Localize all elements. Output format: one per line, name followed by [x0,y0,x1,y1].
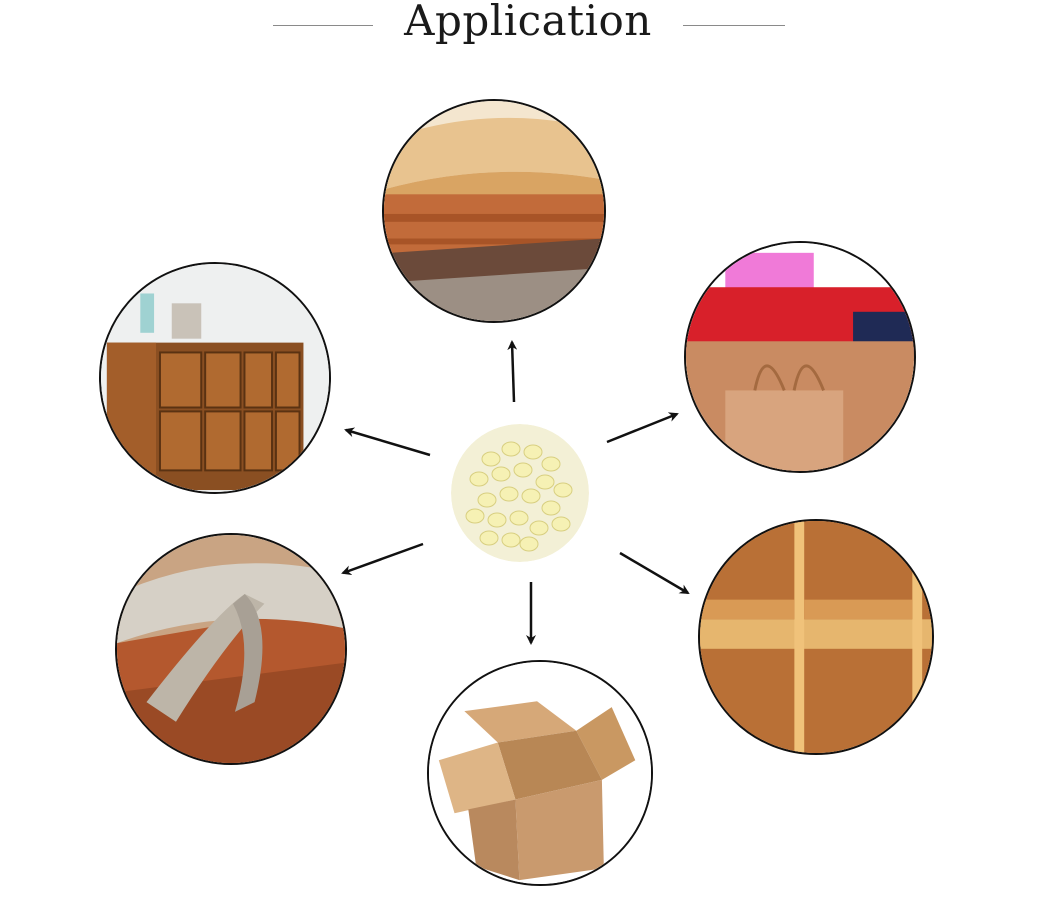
edge-banding-roll-icon [382,99,606,323]
cardboard-box-icon [427,660,653,886]
arrow-to-lower-right [619,551,690,595]
wooden-shelves-icon [698,519,934,755]
edge-banding-strips-icon [115,533,347,765]
title-rule-left [273,25,373,26]
title-rule-right [683,25,785,26]
arrow-to-upper-right [606,412,679,444]
page-title: Application [404,0,652,45]
paper-bags-icon [684,241,916,473]
arrow-to-top [507,340,518,403]
arrow-to-lower-left [341,542,424,575]
arrow-to-upper-left [344,427,431,457]
hot-melt-pellets-icon [451,424,589,562]
wooden-cabinet-icon [99,262,331,494]
